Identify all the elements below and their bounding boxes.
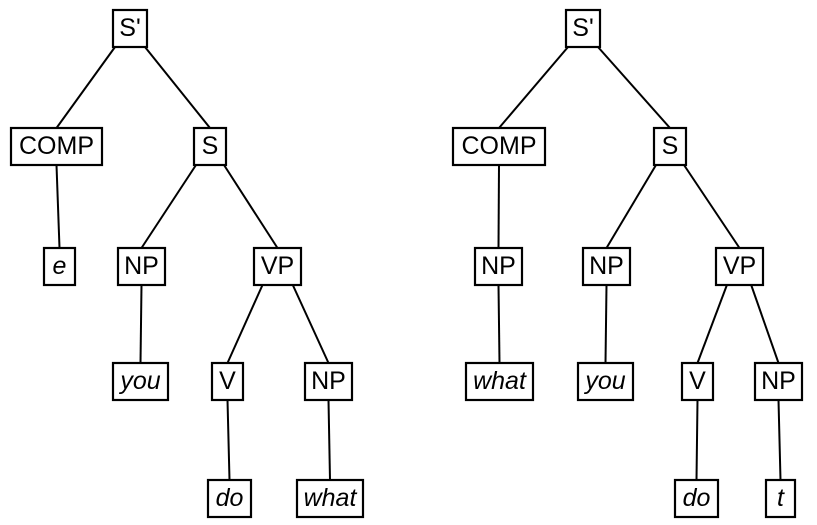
node-box (473, 246, 524, 287)
tree-edge (777, 399, 782, 481)
node-label: what (473, 367, 527, 395)
tree-node-sbar[interactable]: S' (111, 8, 149, 49)
node-label: COMP (19, 132, 94, 160)
node-box (206, 478, 253, 519)
tree-edge (139, 284, 143, 364)
node-box (295, 478, 365, 519)
node-box (111, 361, 170, 402)
tree-edge (55, 46, 116, 129)
node-box (252, 246, 303, 287)
tree-edge (604, 284, 608, 364)
node-label: NP (311, 367, 346, 395)
node-label: VP (723, 252, 756, 280)
node-label: S (202, 132, 219, 160)
node-box (116, 246, 167, 287)
node-label: V (689, 367, 706, 395)
node-box (764, 478, 797, 519)
node-box (192, 126, 228, 167)
node-box (581, 246, 632, 287)
node-label: NP (589, 252, 624, 280)
tree-node-s[interactable]: S (652, 126, 688, 167)
node-box (303, 361, 354, 402)
node-box (210, 361, 245, 402)
surface-structure-tree-nodes: S' COMP S NP NP VP what you V NP do t (451, 8, 804, 519)
node-box (564, 8, 602, 49)
node-label: do (683, 484, 711, 512)
tree-node-v[interactable]: V (210, 361, 245, 402)
tree-node-comp[interactable]: COMP (9, 126, 104, 167)
node-label: S (662, 132, 679, 160)
node-box (753, 361, 804, 402)
node-box (576, 361, 635, 402)
tree-node-np[interactable]: NP (753, 361, 804, 402)
node-label: NP (481, 252, 516, 280)
tree-edge (498, 46, 569, 129)
tree-node-sbar[interactable]: S' (564, 8, 602, 49)
node-label: NP (124, 252, 159, 280)
node-label: do (216, 484, 244, 512)
tree-node-you[interactable]: you (576, 361, 635, 402)
node-box (9, 126, 104, 167)
tree-node-e[interactable]: e (42, 246, 77, 287)
tree-edge (144, 46, 211, 129)
node-label: t (777, 484, 785, 512)
node-label: VP (261, 252, 294, 280)
tree-edge (226, 284, 264, 364)
tree-node-np[interactable]: NP (581, 246, 632, 287)
tree-edge (327, 399, 331, 481)
tree-edge (223, 164, 279, 249)
tree-node-vp[interactable]: VP (714, 246, 765, 287)
node-label: COMP (462, 132, 537, 160)
node-box (451, 126, 547, 167)
tree-node-you[interactable]: you (111, 361, 170, 402)
tree-node-vp[interactable]: VP (252, 246, 303, 287)
node-box (42, 246, 77, 287)
tree-node-np[interactable]: NP (116, 246, 167, 287)
edges-layer (55, 46, 782, 481)
tree-node-np[interactable]: NP (303, 361, 354, 402)
tree-node-what[interactable]: what (295, 478, 365, 519)
tree-edge (605, 164, 657, 249)
node-box (464, 361, 535, 402)
tree-node-t[interactable]: t (764, 478, 797, 519)
tree-edge (597, 46, 671, 129)
node-label: e (53, 252, 67, 280)
tree-node-np[interactable]: NP (473, 246, 524, 287)
node-label: V (219, 367, 236, 395)
node-label: S' (572, 14, 593, 42)
node-label: NP (761, 367, 796, 395)
node-box (714, 246, 765, 287)
node-label: you (583, 367, 625, 395)
tree-edge (497, 164, 500, 249)
node-box (652, 126, 688, 167)
tree-edge (696, 284, 728, 364)
tree-edge (497, 284, 501, 364)
node-box (673, 478, 720, 519)
tree-edge (291, 284, 330, 364)
tree-node-v[interactable]: V (680, 361, 715, 402)
tree-edge (226, 399, 231, 481)
node-label: you (118, 367, 160, 395)
tree-node-what[interactable]: what (464, 361, 535, 402)
node-label: S' (119, 14, 140, 42)
tree-node-do[interactable]: do (206, 478, 253, 519)
node-label: what (304, 484, 358, 512)
tree-edge (55, 164, 61, 249)
tree-node-do[interactable]: do (673, 478, 720, 519)
tree-edge (750, 284, 780, 364)
node-box (680, 361, 715, 402)
tree-node-s[interactable]: S (192, 126, 228, 167)
node-box (111, 8, 149, 49)
tree-node-comp[interactable]: COMP (451, 126, 547, 167)
tree-edge (683, 164, 741, 249)
tree-edge (695, 399, 699, 481)
deep-structure-tree-edges (55, 46, 331, 481)
surface-structure-tree-edges (497, 46, 782, 481)
tree-edge (140, 164, 197, 249)
